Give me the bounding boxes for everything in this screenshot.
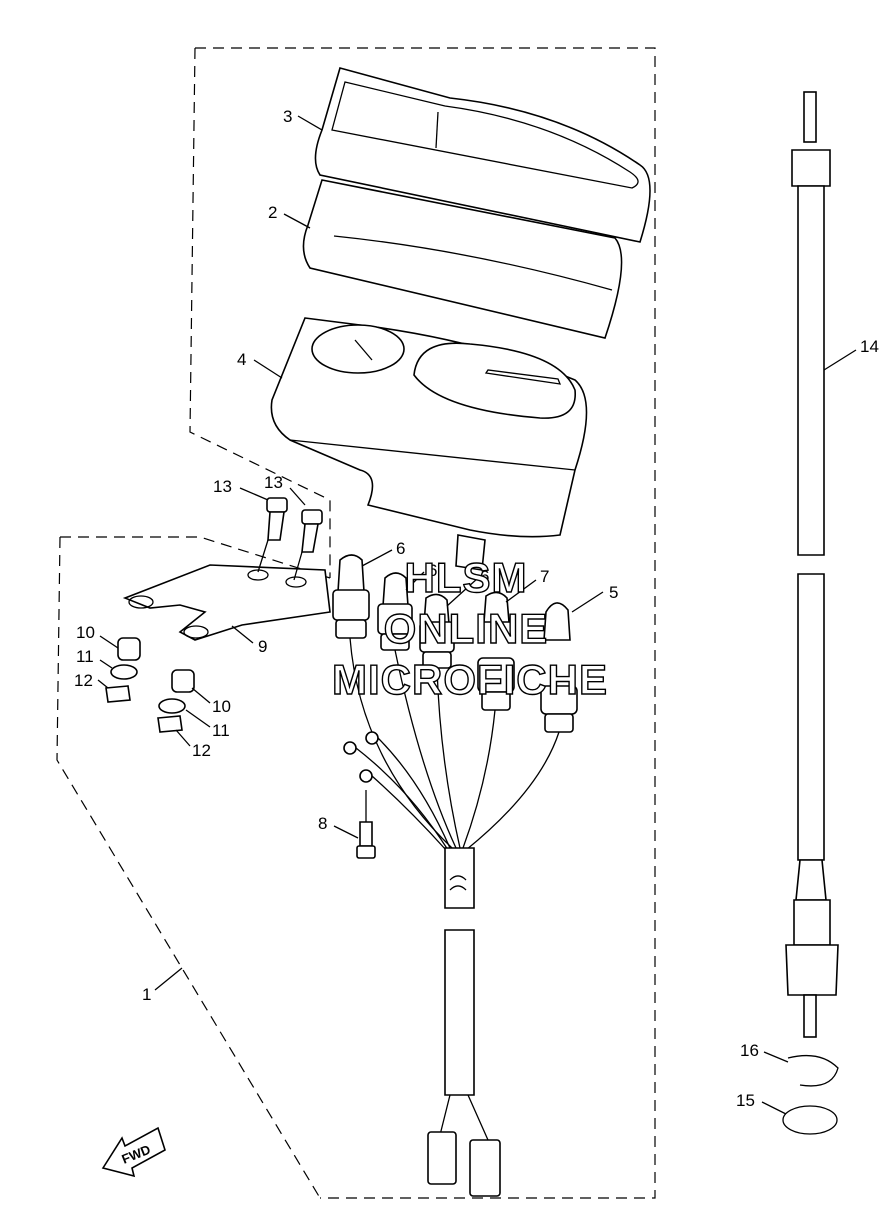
wire-harness xyxy=(343,637,560,1197)
callout-labels: 1 2 3 4 5 6 6 6 7 8 9 10 10 11 11 12 12 … xyxy=(74,107,879,1110)
meter-assembly xyxy=(270,317,588,571)
callout-14: 14 xyxy=(860,337,879,356)
callout-6c: 6 xyxy=(480,567,489,586)
speedometer-cable xyxy=(785,91,839,1038)
bulb-5 xyxy=(540,602,578,733)
bolts-13 xyxy=(257,497,323,581)
watermark: HLSM ONLINE MICROFICHE xyxy=(331,553,608,703)
callout-13a: 13 xyxy=(213,477,232,496)
meter-case xyxy=(302,179,623,339)
clip-16 xyxy=(787,1054,839,1087)
callout-11a: 11 xyxy=(76,647,94,666)
watermark-line-2: ONLINE xyxy=(384,605,549,652)
callout-12a: 12 xyxy=(74,671,93,690)
meter-group-boundary xyxy=(195,47,656,1199)
bracket-group-boundary xyxy=(56,536,331,1199)
callout-6a: 6 xyxy=(396,539,405,558)
meter-cover xyxy=(314,67,651,243)
callout-13b: 13 xyxy=(264,473,283,492)
meter-bracket xyxy=(122,564,331,641)
callout-1: 1 xyxy=(142,985,151,1004)
callout-4: 4 xyxy=(237,350,246,369)
watermark-line-1: HLSM xyxy=(405,554,528,601)
callout-10a: 10 xyxy=(76,623,95,642)
callout-7: 7 xyxy=(540,567,549,586)
callout-16: 16 xyxy=(740,1041,759,1060)
o-ring-15 xyxy=(782,1105,838,1135)
socket-6c xyxy=(419,593,455,669)
callout-6b: 6 xyxy=(428,561,437,580)
callout-3: 3 xyxy=(283,107,292,126)
callout-12b: 12 xyxy=(192,741,211,760)
callout-9: 9 xyxy=(258,637,267,656)
callout-11b: 11 xyxy=(212,721,230,740)
socket-7 xyxy=(477,591,515,711)
socket-6a xyxy=(332,554,370,639)
screw-8 xyxy=(356,790,376,859)
socket-6b xyxy=(377,572,413,651)
fwd-arrow-icon: FWD xyxy=(101,1126,166,1178)
bulb-sockets xyxy=(332,554,578,733)
callout-10b: 10 xyxy=(212,697,231,716)
watermark-line-3: MICROFICHE xyxy=(332,656,608,703)
leader-lines xyxy=(97,115,857,1115)
callout-2: 2 xyxy=(268,203,277,222)
callout-5: 5 xyxy=(609,583,618,602)
mount-hardware xyxy=(105,637,195,733)
callout-8: 8 xyxy=(318,814,327,833)
callout-15: 15 xyxy=(736,1091,755,1110)
meter-group-boundary-left xyxy=(189,47,331,578)
